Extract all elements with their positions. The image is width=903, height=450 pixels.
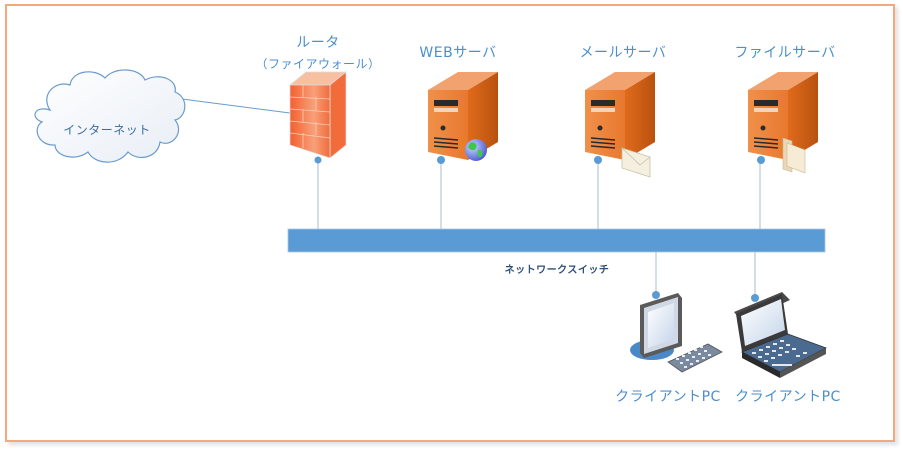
web-server-icon[interactable] [428,72,498,164]
connectors [181,98,761,298]
router-label: ルータ [296,35,340,51]
file-server-label: ファイルサーバ [734,45,836,61]
mail-server-label: メールサーバ [579,45,667,61]
envelope-icon [621,147,651,178]
globe-icon [465,139,487,161]
laptop-pc-icon[interactable] [734,292,827,378]
internet-cloud-icon[interactable] [34,69,186,163]
switch-label: ネットワークスイッチ [504,265,610,276]
router-sublabel: （ファイアウォール） [255,57,381,71]
cloud-router-link [181,98,291,114]
mail-server-icon[interactable] [585,72,655,164]
desktop-pc-icon[interactable] [630,291,723,373]
firewall-icon[interactable] [288,71,348,164]
desktop-client-label: クライアントPC [615,389,721,405]
internet-label: インターネット [63,123,151,137]
network-switch-bar[interactable] [287,228,826,253]
laptop-client-label: クライアントPC [735,389,841,405]
web-server-label: WEBサーバ [419,45,497,61]
file-server-icon[interactable] [748,72,818,164]
folder-icon [782,137,806,174]
